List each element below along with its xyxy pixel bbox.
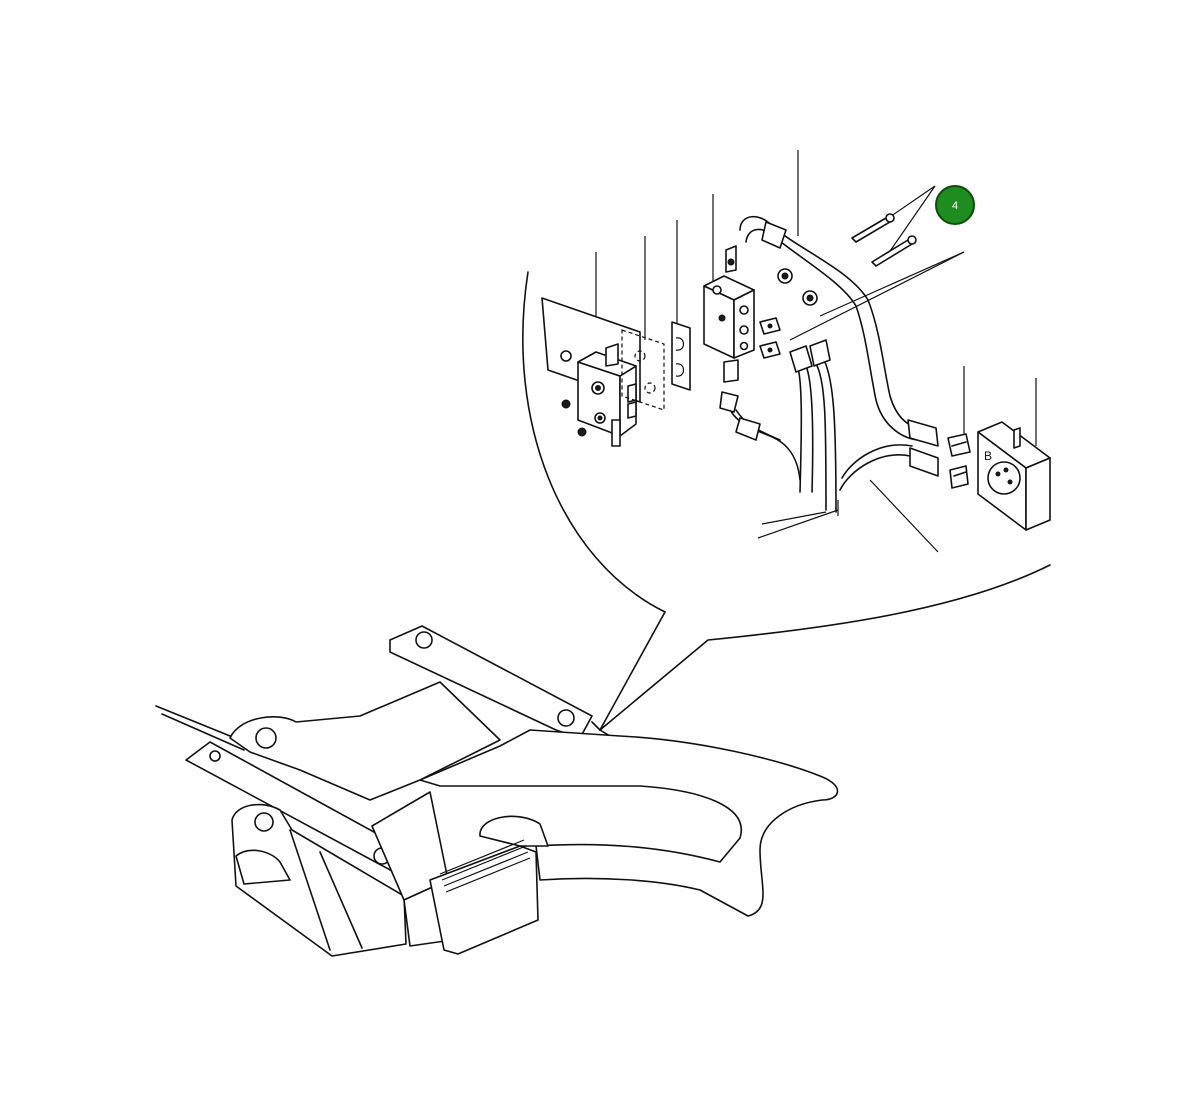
dashed-gasket	[621, 329, 665, 411]
leader-lines	[595, 150, 1037, 553]
left-valve-assembly	[541, 297, 641, 447]
callout-4-label: 4	[952, 200, 958, 212]
detail-bubble	[522, 271, 1051, 737]
callout-4-circle[interactable]	[935, 185, 975, 225]
spacer-plate	[671, 321, 691, 391]
fittings	[759, 268, 971, 489]
callout-4-marker[interactable]: 4	[935, 185, 975, 225]
center-valve-block	[703, 245, 755, 383]
machine-frame	[155, 625, 839, 957]
valve-letter-label: B	[984, 449, 992, 463]
hoses	[719, 215, 939, 513]
bolts	[851, 213, 917, 267]
right-module: B	[977, 421, 1051, 531]
